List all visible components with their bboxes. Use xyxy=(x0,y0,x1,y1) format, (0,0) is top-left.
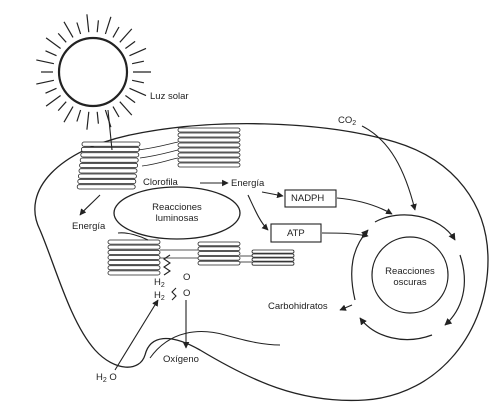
thylakoid-disc xyxy=(177,162,241,168)
energy-left-label: Energía xyxy=(72,221,106,232)
dark-reactions-label: Reacciones oscuras xyxy=(385,266,435,288)
dark-reactions-inner-circle xyxy=(371,236,449,314)
sun-ray xyxy=(76,109,82,122)
sun-ray xyxy=(57,101,67,112)
thylakoid-disc xyxy=(177,152,241,158)
thylakoid-disc xyxy=(80,152,140,158)
thylakoid-disc xyxy=(107,239,161,245)
h2-label-1: H2 xyxy=(154,277,165,289)
thylakoid-disc xyxy=(197,251,241,256)
thylakoid-disc xyxy=(107,265,161,271)
lamellae xyxy=(137,141,252,263)
sun-ray xyxy=(86,111,90,130)
carbohydrates-label: Carbohidratos xyxy=(268,301,328,312)
thylakoid-disc xyxy=(79,157,139,163)
granum-bottom-left xyxy=(107,239,161,276)
sun-label: Luz solar xyxy=(150,91,189,102)
o-label-2: O xyxy=(183,288,191,299)
water-label: H2 O xyxy=(96,372,117,384)
thylakoid-disc xyxy=(79,162,138,169)
sun-ray xyxy=(112,106,120,118)
thylakoid-disc xyxy=(107,249,161,255)
thylakoid-disc xyxy=(177,157,241,163)
inner-membrane xyxy=(149,331,281,359)
sun-ray xyxy=(45,87,57,94)
sun-ray xyxy=(125,40,136,49)
thylakoid-disc xyxy=(107,260,161,266)
chlorophyll-label: Clorofila xyxy=(143,177,178,188)
sun-ray xyxy=(131,60,145,65)
thylakoid-disc xyxy=(177,137,241,143)
nadph-box xyxy=(284,189,337,208)
thylakoid-disc xyxy=(107,244,161,250)
thylakoid-disc xyxy=(107,254,161,260)
thylakoid-disc xyxy=(77,178,137,185)
thylakoid-disc xyxy=(251,253,295,258)
thylakoid-disc xyxy=(197,260,241,266)
sun-ray xyxy=(125,95,136,104)
thylakoid-disc xyxy=(78,168,138,174)
oxygen-label: Oxígeno xyxy=(163,354,199,365)
sun-ray xyxy=(129,47,147,57)
sun-ray xyxy=(45,37,61,49)
co2-label: CO2 xyxy=(338,116,356,127)
sun-ray xyxy=(45,50,57,57)
light-reactions-label: Reacciones luminosas xyxy=(152,202,202,224)
thylakoid-disc xyxy=(251,257,295,262)
flow-arrows xyxy=(79,109,417,371)
sun-ray xyxy=(104,16,112,35)
sun-ray xyxy=(96,111,99,124)
thylakoid-disc xyxy=(197,246,241,252)
thylakoid-disc xyxy=(76,184,136,190)
sun-ray xyxy=(119,28,133,43)
sun-ray xyxy=(119,101,133,116)
granum-bottom-right xyxy=(251,249,295,266)
thylakoid-disc xyxy=(197,255,241,261)
sun-ray xyxy=(86,14,90,33)
chloroplast-outline xyxy=(34,123,489,402)
thylakoid-disc xyxy=(177,147,241,153)
thylakoid-disc xyxy=(251,261,295,266)
granum-bottom-mid xyxy=(197,241,241,266)
sun-ray xyxy=(63,106,74,123)
sun-ray xyxy=(96,20,99,33)
sun-ray xyxy=(76,22,82,35)
thylakoid-disc xyxy=(251,249,295,254)
granum-top-left xyxy=(76,141,141,190)
atp-label: ATP xyxy=(287,228,305,239)
sun-ray xyxy=(112,26,120,38)
h2-label-2: H2 xyxy=(154,290,165,302)
thylakoid-disc xyxy=(107,270,161,276)
sun-ray xyxy=(131,79,145,84)
sun-icon xyxy=(36,14,151,130)
thylakoid-disc xyxy=(81,146,140,153)
thylakoid-disc xyxy=(177,142,241,148)
thylakoid-disc xyxy=(177,127,241,133)
sun-ray xyxy=(63,21,74,38)
o-label-1: O xyxy=(183,272,191,283)
sun-ray xyxy=(36,79,55,85)
energy-top-label: Energía xyxy=(231,178,265,189)
sun-ray xyxy=(129,87,147,97)
atp-box xyxy=(270,223,322,243)
co2-sub: 2 xyxy=(352,120,357,127)
co2-main: CO xyxy=(338,115,353,126)
nadph-label: NADPH xyxy=(291,193,325,204)
thylakoid-disc xyxy=(177,132,241,138)
sun-ray xyxy=(45,95,61,107)
light-reactions-ellipse xyxy=(113,186,241,240)
thylakoid-disc xyxy=(197,241,241,247)
sun-ray xyxy=(57,32,67,43)
thylakoid-disc xyxy=(78,173,137,179)
sun-ray xyxy=(36,59,55,65)
granum-top-right xyxy=(177,127,241,168)
